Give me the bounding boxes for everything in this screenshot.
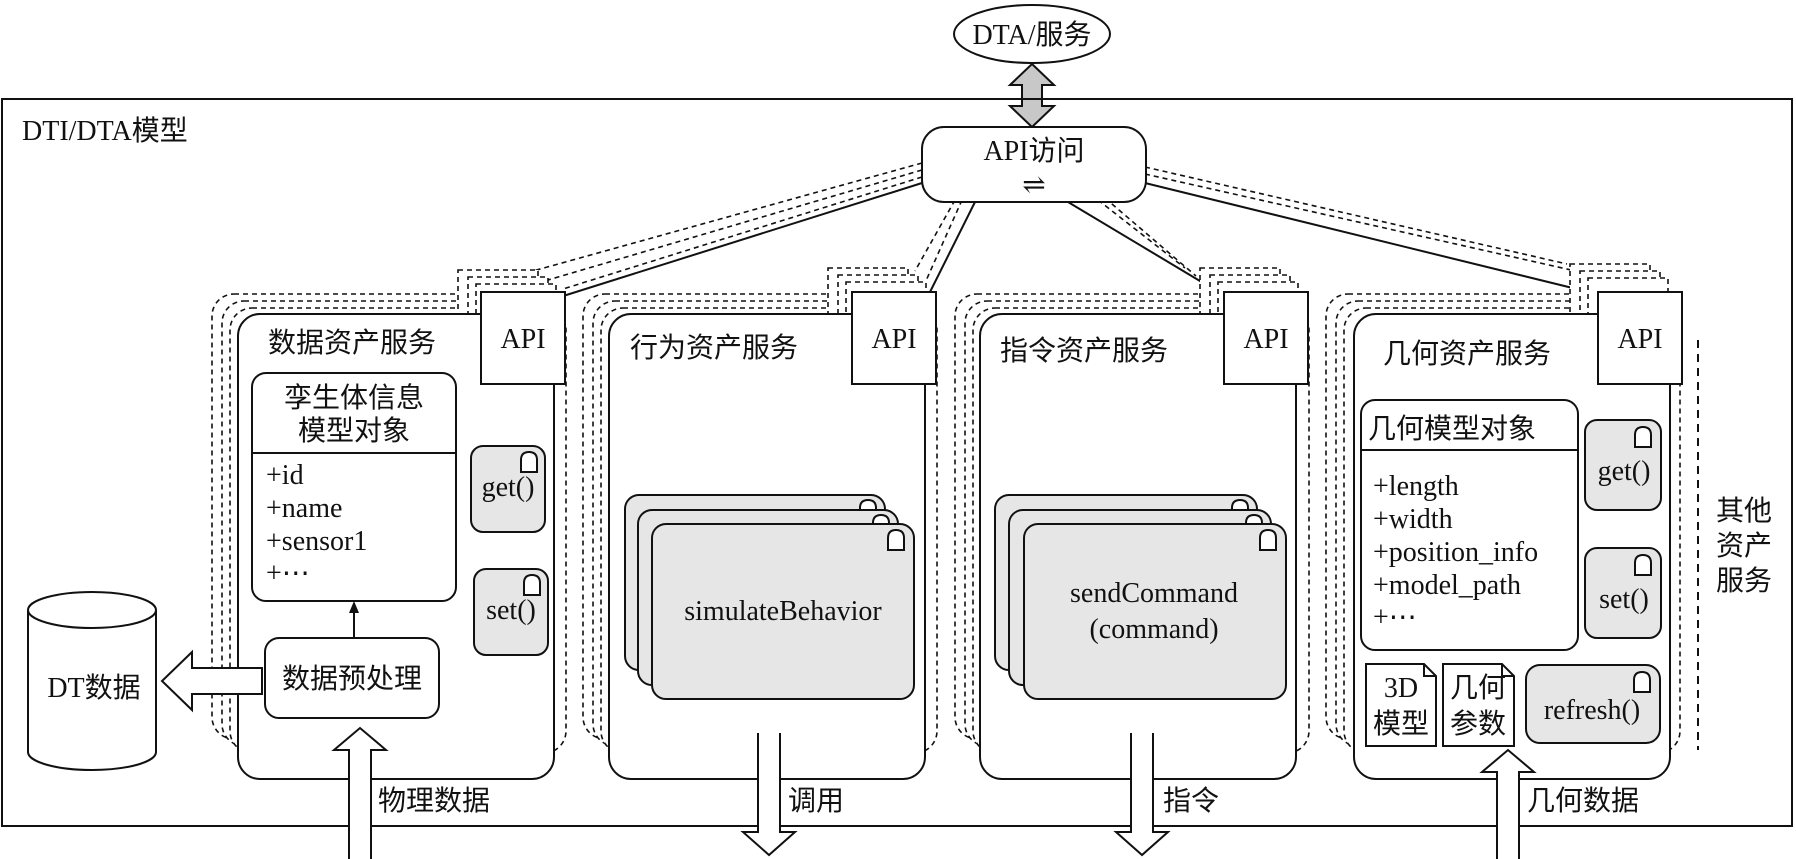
command-label: 指令 (1163, 784, 1219, 817)
geo-attr-model-path: +model_path (1373, 570, 1521, 601)
simulate-behavior-operation (651, 523, 915, 700)
dti-dta-model-frame (1, 98, 1793, 827)
command-service-api-label: API (1243, 324, 1288, 355)
3d-model-document (1365, 663, 1437, 747)
api-access-exchange-icon: ⇌ (1022, 170, 1045, 201)
preprocess-to-dtdata-arrow (160, 649, 263, 713)
twin-attr-id: +id (266, 460, 304, 491)
dt-data-store: DT数据 (27, 591, 157, 771)
geometry-asset-service: 几何资产服务 API 几何模型对象 +length +width +positi… (1325, 263, 1683, 780)
send-command-label-line2: (command) (1089, 614, 1218, 645)
api-access-box (921, 126, 1147, 203)
geo-attr-position-info: +position_info (1373, 537, 1538, 568)
data-preprocess-box (264, 637, 440, 719)
data-get-label: get() (482, 472, 535, 503)
geometry-data-label: 几何数据 (1527, 784, 1639, 817)
geometry-service-title: 几何资产服务 (1383, 337, 1551, 370)
data-service-title: 数据资产服务 (268, 326, 436, 359)
api-dashed-connections (532, 162, 1581, 290)
geometry-model-object (1360, 399, 1579, 651)
3d-model-label-line1: 3D (1384, 673, 1418, 704)
dt-data-label: DT数据 (47, 672, 140, 704)
invoke-label: 调用 (788, 784, 844, 817)
dta-service-label: DTA/服务 (972, 19, 1091, 51)
geo-attr-ellipsis: +⋯ (1373, 602, 1417, 633)
command-service-title: 指令资产服务 (1000, 334, 1168, 367)
behavior-asset-service: 行为资产服务 API simulateBehavior (582, 267, 938, 780)
behavior-service-api-tag (851, 291, 937, 385)
3d-model-label-line2: 模型 (1373, 707, 1429, 740)
simulate-behavior-label: simulateBehavior (684, 596, 882, 627)
command-output-arrow (1113, 733, 1171, 857)
other-services-line3: 服务 (1716, 564, 1772, 597)
send-command-operation (1023, 523, 1287, 700)
physical-data-input-arrow (331, 726, 389, 859)
invoke-output-arrow (740, 733, 798, 857)
other-services-line2: 资产 (1716, 529, 1772, 562)
model-frame-title: DTI/DTA模型 (22, 115, 188, 147)
geometry-refresh-label: refresh() (1544, 695, 1640, 726)
geometry-object-title: 几何模型对象 (1368, 412, 1536, 445)
send-command-label-line1: sendCommand (1070, 578, 1238, 609)
api-access-label: API访问 (983, 135, 1084, 167)
geometry-set-label: set() (1599, 584, 1649, 615)
data-preprocess-label: 数据预处理 (282, 662, 422, 695)
command-service-api-tag (1223, 291, 1309, 385)
data-service-api-label: API (500, 324, 545, 355)
geometry-service-api-tag (1597, 291, 1683, 385)
twin-object-title-line2: 模型对象 (298, 414, 410, 447)
twin-attr-name: +name (266, 493, 342, 524)
geo-attr-width: +width (1373, 504, 1453, 535)
other-services-line1: 其他 (1716, 494, 1772, 527)
behavior-service-api-label: API (871, 324, 916, 355)
geometry-params-label-line1: 几何 (1450, 671, 1506, 704)
geometry-get-label: get() (1598, 456, 1651, 487)
geo-attr-length: +length (1373, 471, 1459, 502)
twin-attr-sensor1: +sensor1 (266, 526, 367, 557)
data-service-api-tag (480, 291, 566, 385)
api-solid-connections (559, 182, 1598, 298)
geometry-params-label-line2: 参数 (1450, 707, 1506, 740)
dta-api-double-arrow (1007, 62, 1057, 129)
geometry-params-document (1442, 663, 1515, 747)
behavior-service-title: 行为资产服务 (630, 331, 798, 364)
twin-object-title-line1: 孪生体信息 (284, 381, 424, 414)
command-asset-service: 指令资产服务 API sendCommand (command) (954, 267, 1310, 780)
geometry-service-api-label: API (1617, 324, 1662, 355)
data-set-label: set() (486, 595, 536, 626)
twin-attr-ellipsis: +⋯ (266, 558, 310, 589)
geometry-refresh-method (1525, 664, 1661, 744)
geometry-data-input-arrow (1479, 748, 1537, 859)
data-asset-service: 数据资产服务 API 孪生体信息 模型对象 +id +name +sensor1… (211, 269, 567, 780)
physical-data-label: 物理数据 (378, 784, 490, 817)
